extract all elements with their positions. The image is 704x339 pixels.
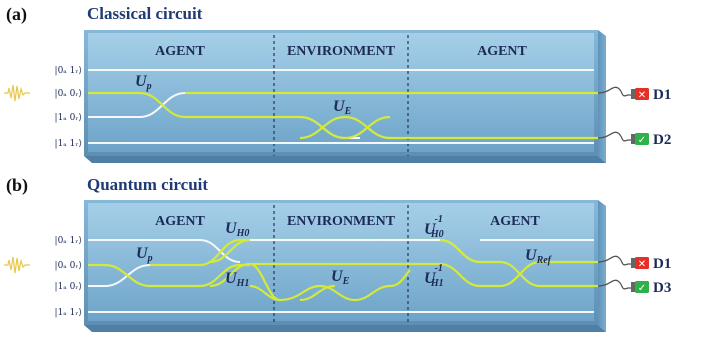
operator-label: UH0 xyxy=(225,220,249,239)
input-pulse-icon xyxy=(4,256,30,274)
ket-label: |1ₐ 1ᵣ⟩ xyxy=(55,139,82,149)
ket-label: |1ₐ 1ᵣ⟩ xyxy=(55,308,82,318)
operator-label: Up xyxy=(136,245,153,264)
ket-labels: |0ₐ 1ᵣ⟩ |0ₐ 0ᵣ⟩ |1ₐ 0ᵣ⟩ |1ₐ 1ᵣ⟩ xyxy=(55,236,82,318)
ket-label: |0ₐ 1ᵣ⟩ xyxy=(55,236,82,246)
section-label: AGENT xyxy=(490,214,540,229)
input-pulse-icon xyxy=(4,84,30,102)
panel-title: Classical circuit xyxy=(87,4,203,23)
detector-d2: ✓ D2 xyxy=(597,131,671,148)
panel-b: (b) Quantum circuit AGENT ENVIRONMENT AG… xyxy=(4,175,671,332)
detector-d1: ✕ D1 xyxy=(597,255,671,272)
operator-label: UE xyxy=(331,268,350,287)
detector-d1: ✕ D1 xyxy=(597,86,671,103)
detector-fail-icon xyxy=(635,88,649,100)
panel-a: (a) Classical circuit AGENT ENVIRONMENT … xyxy=(4,4,671,163)
svg-text:✓: ✓ xyxy=(638,135,646,146)
section-label: ENVIRONMENT xyxy=(287,44,396,59)
section-label: ENVIRONMENT xyxy=(287,214,396,229)
ket-label: |1ₐ 0ᵣ⟩ xyxy=(55,113,82,123)
detector-fail-icon xyxy=(635,257,649,269)
detector-d3: ✓ D3 xyxy=(597,279,671,296)
ket-label: |1ₐ 0ᵣ⟩ xyxy=(55,282,82,292)
operator-label: Up xyxy=(135,73,152,92)
operator-label: UH1 xyxy=(225,270,249,289)
detector-success-icon xyxy=(635,133,649,145)
ket-label: |0ₐ 1ᵣ⟩ xyxy=(55,66,82,76)
ket-labels: |0ₐ 1ᵣ⟩ |0ₐ 0ᵣ⟩ |1ₐ 0ᵣ⟩ |1ₐ 1ᵣ⟩ xyxy=(55,66,82,149)
detector-label: D2 xyxy=(653,132,671,148)
section-label: AGENT xyxy=(155,44,205,59)
detector-success-icon xyxy=(635,281,649,293)
panel-label: (a) xyxy=(6,4,27,25)
panel-label: (b) xyxy=(6,175,28,196)
chip-slab xyxy=(84,200,606,332)
svg-text:✕: ✕ xyxy=(638,259,646,270)
detector-label: D1 xyxy=(653,87,671,103)
detector-label: D1 xyxy=(653,256,671,272)
operator-label: URef xyxy=(525,247,553,266)
ket-label: |0ₐ 0ᵣ⟩ xyxy=(55,89,82,99)
detector-label: D3 xyxy=(653,280,671,296)
panel-title: Quantum circuit xyxy=(87,175,208,194)
section-label: AGENT xyxy=(477,44,527,59)
waveguides xyxy=(87,68,598,145)
section-label: AGENT xyxy=(155,214,205,229)
svg-text:✕: ✕ xyxy=(638,90,646,101)
operator-label: UE xyxy=(333,98,352,117)
waveguides xyxy=(88,238,598,313)
svg-text:✓: ✓ xyxy=(638,283,646,294)
ket-label: |0ₐ 0ᵣ⟩ xyxy=(55,261,82,271)
